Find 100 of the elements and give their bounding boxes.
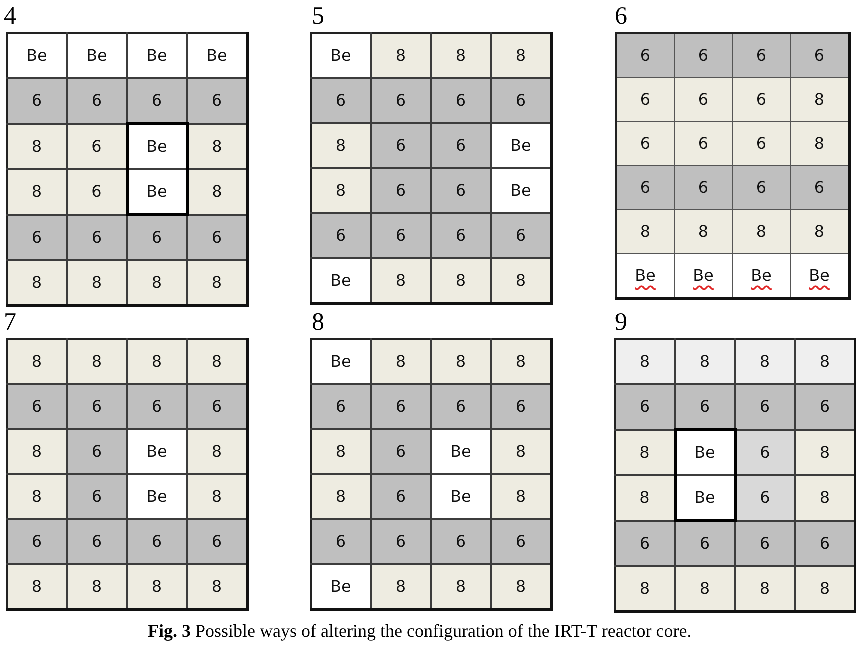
core-cell: 8 [790, 210, 850, 254]
core-cell: 8 [311, 429, 371, 474]
core-cell: 6 [491, 519, 552, 564]
core-cell: 8 [127, 339, 187, 384]
core-cell: 8 [7, 564, 67, 610]
core-cell: 8 [491, 339, 552, 384]
core-cell: 8 [67, 339, 127, 384]
core-cell: 6 [431, 519, 491, 564]
core-cell: 6 [675, 520, 735, 566]
core-cell: 6 [732, 78, 790, 122]
core-cell: 8 [795, 430, 856, 475]
core-cell: 6 [735, 520, 795, 566]
core-cell: 6 [371, 384, 431, 429]
core-cell: Be [311, 564, 371, 610]
panel-number: 8 [312, 310, 324, 336]
core-cell: 6 [735, 384, 795, 430]
core-cell: 8 [187, 564, 248, 610]
core-cell: 6 [67, 78, 127, 124]
core-cell: 8 [187, 474, 248, 519]
core-cell: Be [675, 475, 735, 520]
core-cell: 8 [187, 169, 248, 214]
core-cell: 8 [7, 474, 67, 519]
core-cell: 8 [491, 429, 552, 474]
core-cell: 8 [7, 124, 67, 169]
core-cell: 6 [311, 78, 371, 123]
core-cell: 6 [7, 384, 67, 429]
panel-number: 7 [4, 310, 16, 336]
core-cell: 8 [431, 258, 491, 304]
core-cell: 8 [67, 260, 127, 306]
core-cell: 8 [732, 210, 790, 254]
core-cell: 8 [431, 564, 491, 610]
core-cell: 8 [795, 475, 856, 520]
core-cell: 6 [732, 122, 790, 166]
panel-number: 4 [4, 4, 16, 30]
core-cell: Be [675, 430, 735, 475]
core-cell: 6 [187, 384, 248, 429]
core-cell: 6 [615, 384, 675, 430]
core-cell: 6 [311, 213, 371, 258]
core-cell: 6 [7, 519, 67, 564]
core-cell: Be [127, 33, 187, 78]
core-cell: 6 [127, 78, 187, 124]
core-cell: Be [732, 254, 790, 298]
core-cell: 6 [674, 166, 732, 210]
core-cell: Be [491, 168, 552, 213]
core-cell: 6 [67, 124, 127, 169]
core-cell: 6 [615, 520, 675, 566]
core-cell: Be [187, 33, 248, 78]
core-cell: Be [67, 33, 127, 78]
core-cell: 6 [371, 213, 431, 258]
core-cell: 8 [735, 339, 795, 384]
core-cell: 6 [674, 78, 732, 122]
core-cell: 6 [371, 429, 431, 474]
core-cell: 8 [187, 429, 248, 474]
core-cell: 6 [311, 519, 371, 564]
core-cell: Be [311, 258, 371, 304]
core-cell: 8 [735, 566, 795, 612]
core-cell: 8 [795, 339, 856, 384]
core-cell: 6 [431, 123, 491, 168]
core-cell: 6 [790, 166, 850, 210]
core-cell: 6 [795, 384, 856, 430]
core-cell: Be [127, 124, 187, 169]
core-cell: Be [127, 429, 187, 474]
core-cell: 6 [616, 166, 674, 210]
core-cell: 8 [616, 210, 674, 254]
core-cell: 6 [790, 33, 850, 78]
core-cell: Be [7, 33, 67, 78]
core-cell: 6 [491, 78, 552, 123]
figure-caption: Fig. 3 Possible ways of altering the configuration of the IRT-T reactor core. [148, 620, 692, 642]
core-cell: Be [491, 123, 552, 168]
core-cell: 8 [187, 124, 248, 169]
core-cell: 6 [491, 213, 552, 258]
core-cell: Be [431, 474, 491, 519]
core-cell: 6 [7, 214, 67, 260]
core-cell: 6 [371, 168, 431, 213]
panel-number: 6 [615, 4, 628, 30]
core-cell: 6 [67, 519, 127, 564]
core-cell: 8 [371, 258, 431, 304]
core-cell: 8 [187, 260, 248, 306]
core-cell: 6 [187, 519, 248, 564]
core-cell: 8 [615, 339, 675, 384]
core-cell: 6 [431, 168, 491, 213]
core-cell: 6 [616, 78, 674, 122]
core-cell: 6 [187, 78, 248, 124]
core-cell: 8 [7, 169, 67, 214]
core-cell: 6 [674, 33, 732, 78]
core-cell: Be [616, 254, 674, 298]
core-cell: 8 [371, 564, 431, 610]
core-cell: Be [127, 474, 187, 519]
core-cell: 8 [431, 339, 491, 384]
core-cell: 6 [732, 166, 790, 210]
core-cell: 6 [67, 429, 127, 474]
core-cell: 6 [616, 33, 674, 78]
core-cell: 6 [735, 475, 795, 520]
core-cell: 6 [127, 214, 187, 260]
core-cell: 8 [615, 475, 675, 520]
core-cell: Be [790, 254, 850, 298]
core-cell: Be [311, 339, 371, 384]
core-cell: 6 [616, 122, 674, 166]
core-cell: 6 [732, 33, 790, 78]
core-cell: 8 [491, 474, 552, 519]
